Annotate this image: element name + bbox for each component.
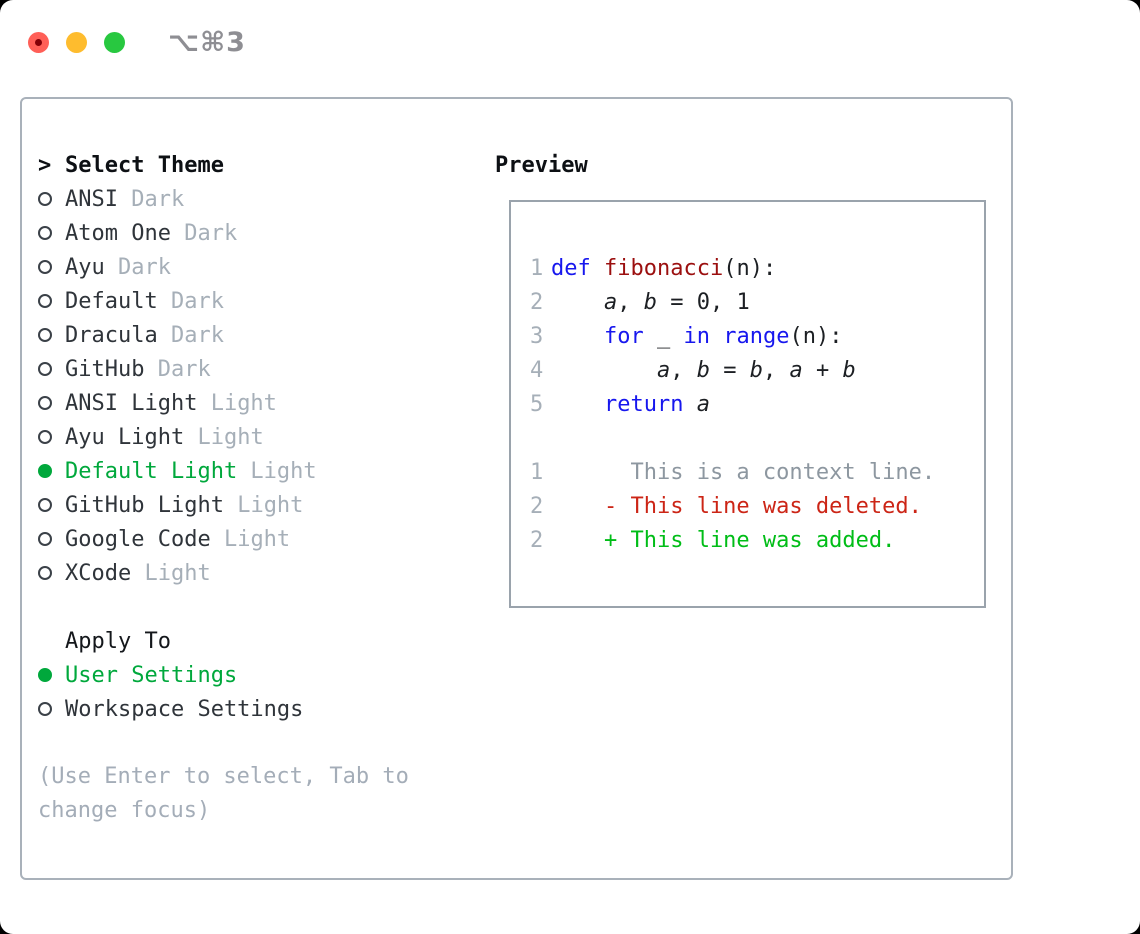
apply-to-title: Apply To bbox=[65, 628, 171, 654]
apply-to-header: Apply To bbox=[38, 624, 409, 658]
window-titlebar: ⌥⌘3 bbox=[28, 27, 246, 58]
theme-variant: Light bbox=[223, 492, 304, 518]
theme-option-default[interactable]: Default Dark bbox=[38, 284, 409, 318]
apply-option-label: User Settings bbox=[65, 662, 238, 688]
theme-name: ANSI bbox=[65, 186, 118, 212]
close-button-dot bbox=[35, 39, 42, 46]
theme-name: Ayu Light bbox=[65, 424, 185, 450]
diff-line-context: 1 This is a context line. bbox=[530, 459, 936, 485]
theme-name: Default Light bbox=[65, 458, 238, 484]
radio-icon bbox=[38, 260, 65, 274]
preview-title: Preview bbox=[495, 152, 588, 178]
radio-selected-icon bbox=[38, 668, 65, 682]
theme-option-ansi-light[interactable]: ANSI Light Light bbox=[38, 386, 409, 420]
diff-line-deleted: 2 - This line was deleted. bbox=[530, 493, 922, 519]
theme-variant: Dark bbox=[170, 220, 238, 246]
theme-option-xcode[interactable]: XCode Light bbox=[38, 556, 409, 590]
theme-variant: Light bbox=[197, 390, 277, 416]
radio-icon bbox=[38, 226, 65, 240]
line-number: 2 bbox=[530, 527, 544, 553]
theme-name: Dracula bbox=[65, 322, 158, 348]
keyboard-hint: (Use Enter to select, Tab to change focu… bbox=[38, 764, 409, 823]
code-line: 5 return a bbox=[530, 391, 710, 417]
code-line: 4 a, b = b, a + b bbox=[530, 357, 856, 383]
theme-option-github-light[interactable]: GitHub Light Light bbox=[38, 488, 409, 522]
line-number: 2 bbox=[530, 493, 544, 519]
line-number: 5 bbox=[530, 391, 544, 417]
radio-selected-icon bbox=[38, 464, 65, 478]
theme-name: Default bbox=[65, 288, 158, 314]
blank-line bbox=[530, 421, 984, 455]
diff-line-added: 2 + This line was added. bbox=[530, 527, 896, 553]
zoom-button[interactable] bbox=[104, 32, 125, 53]
theme-name: XCode bbox=[65, 560, 132, 586]
line-number: 1 bbox=[530, 255, 544, 281]
theme-name: Ayu bbox=[65, 254, 105, 280]
theme-variant: Dark bbox=[144, 356, 211, 382]
minimize-button[interactable] bbox=[66, 32, 87, 53]
line-number: 4 bbox=[530, 357, 544, 383]
window-shortcut-label: ⌥⌘3 bbox=[168, 27, 246, 58]
theme-name: GitHub bbox=[65, 356, 145, 382]
theme-option-ayu[interactable]: Ayu Dark bbox=[38, 250, 409, 284]
cursor-indicator: > bbox=[38, 152, 52, 178]
radio-icon bbox=[38, 430, 65, 444]
apply-option-workspace-settings[interactable]: Workspace Settings bbox=[38, 692, 409, 726]
radio-icon bbox=[38, 566, 65, 580]
code-line: 3 for _ in range(n): bbox=[530, 323, 843, 349]
theme-option-dracula[interactable]: Dracula Dark bbox=[38, 318, 409, 352]
theme-option-atom-one[interactable]: Atom One Dark bbox=[38, 216, 409, 250]
line-number: 1 bbox=[530, 459, 544, 485]
apply-option-user-settings[interactable]: User Settings bbox=[38, 658, 409, 692]
theme-option-default-light[interactable]: Default Light Light bbox=[38, 454, 409, 488]
theme-option-ayu-light[interactable]: Ayu Light Light bbox=[38, 420, 409, 454]
apply-option-label: Workspace Settings bbox=[65, 696, 304, 722]
radio-icon bbox=[38, 294, 65, 308]
radio-icon bbox=[38, 532, 65, 546]
theme-variant: Dark bbox=[117, 186, 185, 212]
theme-option-google-code[interactable]: Google Code Light bbox=[38, 522, 409, 556]
theme-variant: Light bbox=[184, 424, 264, 450]
theme-name: ANSI Light bbox=[65, 390, 198, 416]
spacer bbox=[38, 590, 409, 624]
select-theme-header: > Select Theme bbox=[38, 148, 409, 182]
line-number: 2 bbox=[530, 289, 544, 315]
theme-option-github[interactable]: GitHub Dark bbox=[38, 352, 409, 386]
theme-option-ansi[interactable]: ANSI Dark bbox=[38, 182, 409, 216]
theme-name: GitHub Light bbox=[65, 492, 224, 518]
theme-variant: Light bbox=[237, 458, 317, 484]
radio-icon bbox=[38, 702, 65, 716]
radio-icon bbox=[38, 192, 65, 206]
theme-variant: Light bbox=[210, 526, 291, 552]
code-line: 2 a, b = 0, 1 bbox=[530, 289, 750, 315]
radio-icon bbox=[38, 328, 65, 342]
theme-name: Atom One bbox=[65, 220, 171, 246]
theme-variant: Dark bbox=[157, 322, 224, 348]
select-theme-title: Select Theme bbox=[65, 152, 224, 178]
radio-icon bbox=[38, 362, 65, 376]
theme-name: Google Code bbox=[65, 526, 211, 552]
radio-icon bbox=[38, 396, 65, 410]
line-number: 3 bbox=[530, 323, 544, 349]
theme-variant: Dark bbox=[157, 288, 224, 314]
radio-icon bbox=[38, 498, 65, 512]
theme-variant: Dark bbox=[104, 254, 171, 280]
theme-variant: Light bbox=[131, 560, 211, 586]
spacer bbox=[38, 726, 409, 760]
close-button[interactable] bbox=[28, 32, 49, 53]
